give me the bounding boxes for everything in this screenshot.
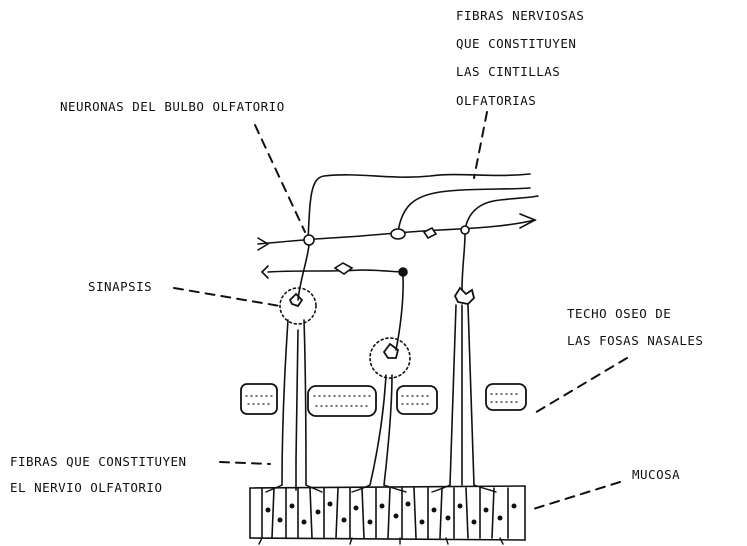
leader-techo <box>533 358 627 414</box>
olfactory-nerve-fibers <box>282 234 474 490</box>
leader-mucosa <box>530 482 620 510</box>
mucosa-nuclei <box>266 502 517 525</box>
mucosa-epithelium <box>250 486 525 540</box>
bulb-neuron-row <box>262 266 405 278</box>
synapse-tufts <box>290 288 474 358</box>
leader-sinapsis <box>174 288 280 306</box>
leader-cintillas <box>474 112 487 178</box>
leader-neuronas <box>255 125 305 232</box>
synapse-glomeruli <box>280 288 410 378</box>
leader-fibras-nervio <box>220 462 270 464</box>
